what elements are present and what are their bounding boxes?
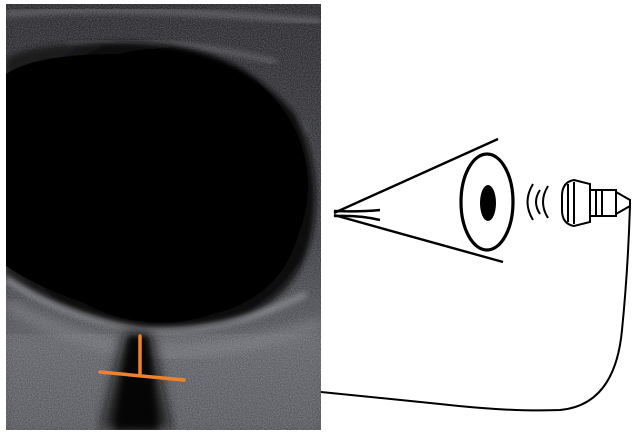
eye-icon bbox=[334, 139, 513, 262]
sound-waves-icon bbox=[528, 184, 549, 220]
ultrasound-probe-icon bbox=[562, 180, 630, 226]
